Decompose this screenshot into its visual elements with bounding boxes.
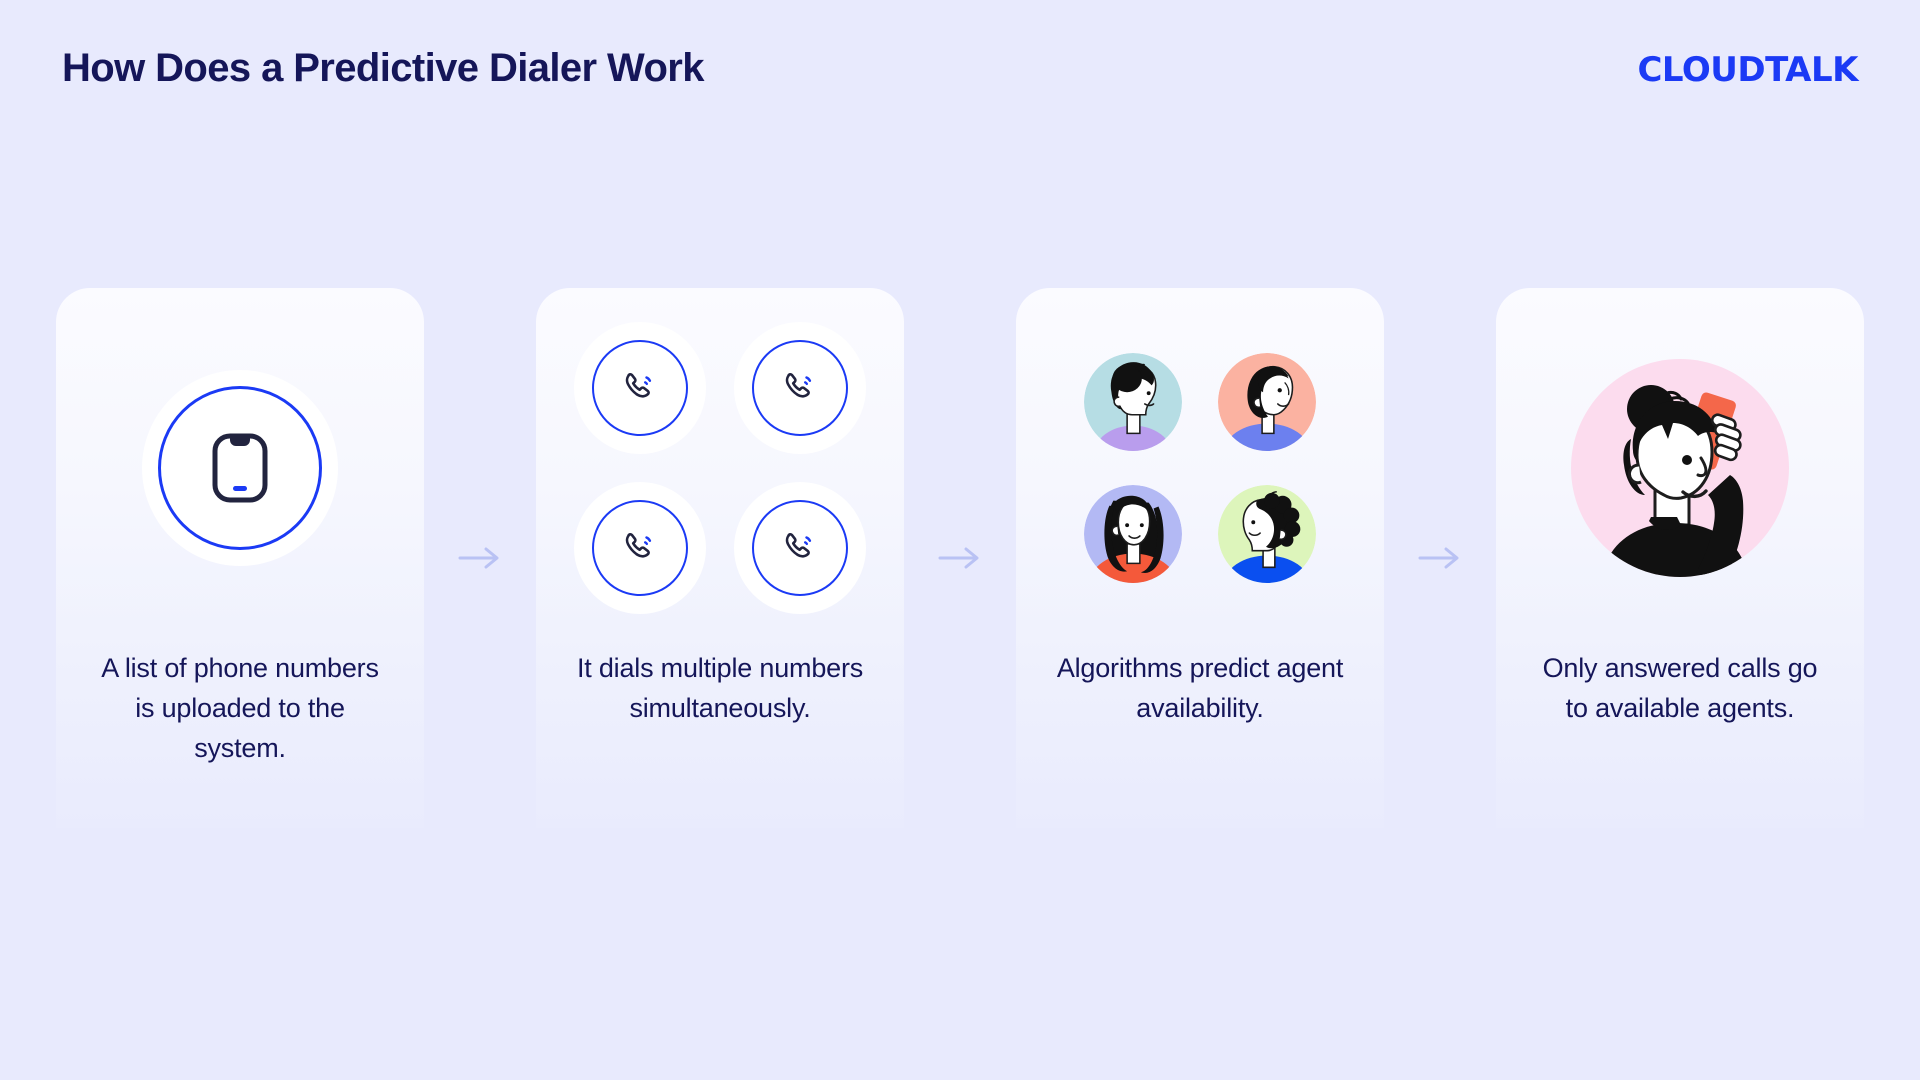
cloudtalk-logo: CLOUDTALK [1637,50,1858,90]
call-icon-halo-1 [574,322,706,454]
step-1-artwork [56,288,424,648]
call-icon-halo-2 [734,322,866,454]
call-icon-grid [574,322,866,614]
avatar-illustration [1084,353,1182,451]
avatar-illustration [1084,485,1182,583]
step-card-2: It dials multiple numbers simultaneously… [536,288,904,828]
blue-ring-4 [752,500,848,596]
steps-row: A list of phone numbers is uploaded to t… [0,288,1920,828]
avatar-illustration [1218,485,1316,583]
step-4-caption: Only answered calls go to available agen… [1542,653,1818,723]
smartphone-icon [212,433,268,503]
phone-call-icon [785,532,812,558]
phone-call-icon [625,372,652,398]
blue-ring-2 [752,340,848,436]
agent-on-phone-illustration [1571,359,1789,577]
agent-avatar-2 [1218,353,1316,451]
phone-call-icon [625,532,652,558]
connector-arrow-3 [1384,288,1496,828]
step-3-artwork [1016,288,1384,648]
agent-avatar-4 [1218,485,1316,583]
arrow-right-icon [458,547,499,569]
arrow-right-icon [1418,547,1459,569]
agent-avatar-grid [1084,353,1316,583]
page-title: How Does a Predictive Dialer Work [62,46,705,90]
step-card-3: Algorithms predict agent availability. [1016,288,1384,828]
call-icon-halo-3 [574,482,706,614]
call-icon-halo-4 [734,482,866,614]
arrow-right-icon [938,547,979,569]
connector-arrow-1 [424,288,536,828]
phone-call-icon [785,372,812,398]
step-4-artwork [1496,288,1864,648]
agent-avatar-1 [1084,353,1182,451]
blue-ring-1 [592,340,688,436]
step-card-4: Only answered calls go to available agen… [1496,288,1864,828]
step-3-caption: Algorithms predict agent availability. [1056,653,1344,723]
agent-avatar-3 [1084,485,1182,583]
agent-figure [1601,385,1749,577]
avatar-illustration [1218,353,1316,451]
icon-halo [142,370,338,566]
step-card-1: A list of phone numbers is uploaded to t… [56,288,424,828]
connector-arrow-2 [904,288,1016,828]
step-2-artwork [536,288,904,648]
step-1-caption: A list of phone numbers is uploaded to t… [101,653,379,763]
blue-ring-3 [592,500,688,596]
blue-ring [158,386,322,550]
step-2-caption: It dials multiple numbers simultaneously… [576,653,864,723]
logo-text: CLOUDTALK [1637,50,1858,90]
